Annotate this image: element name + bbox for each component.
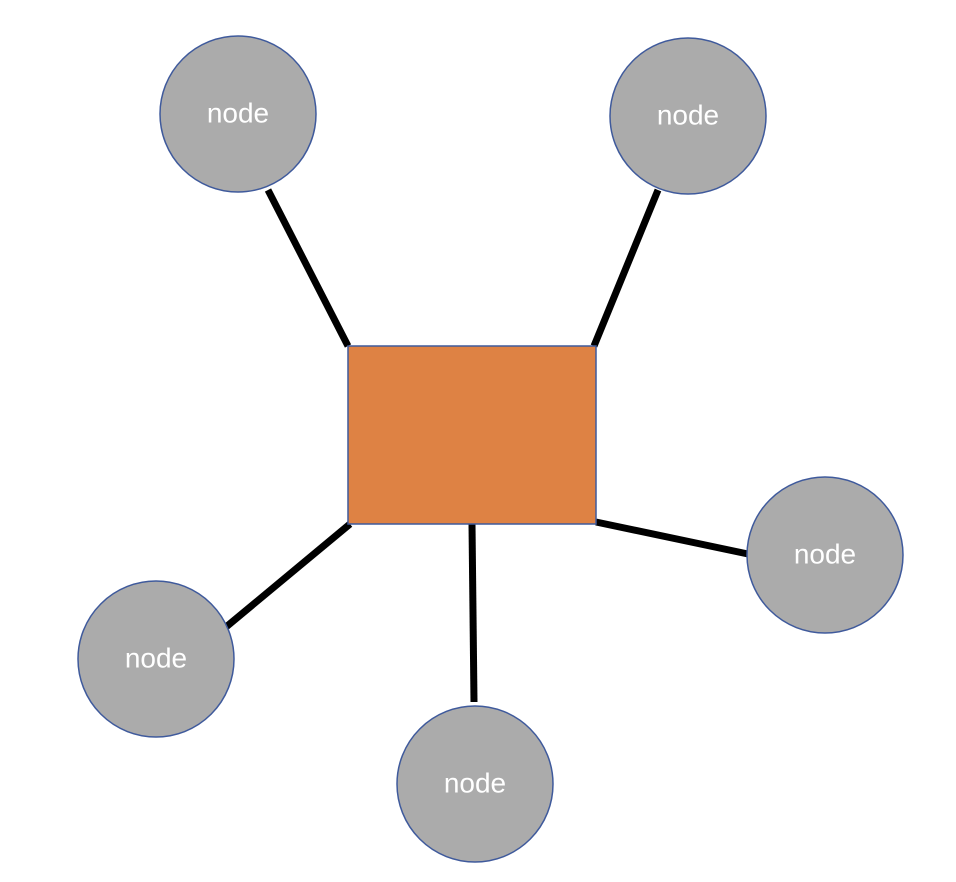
- node-label: node: [444, 767, 506, 798]
- node-5: node: [77, 580, 235, 738]
- link-hub-to-node-2: [590, 188, 662, 348]
- link-hub-to-node-3: [595, 518, 749, 558]
- node-circle: [609, 37, 767, 195]
- link-hub-to-node-4: [468, 523, 478, 703]
- link-hub-to-node-1: [264, 188, 352, 348]
- node-label: node: [207, 97, 269, 128]
- node-2: node: [609, 37, 767, 195]
- node-3: node: [746, 476, 904, 634]
- hub-box: [347, 345, 597, 525]
- link-hub-to-node-5: [223, 521, 353, 630]
- node-circle: [746, 476, 904, 634]
- node-label: node: [657, 99, 719, 130]
- node-4: node: [396, 705, 554, 863]
- node-circle: [77, 580, 235, 738]
- node-circle: [159, 35, 317, 193]
- node-label: node: [125, 642, 187, 673]
- node-label: node: [794, 538, 856, 569]
- node-circle: [396, 705, 554, 863]
- node-1: node: [159, 35, 317, 193]
